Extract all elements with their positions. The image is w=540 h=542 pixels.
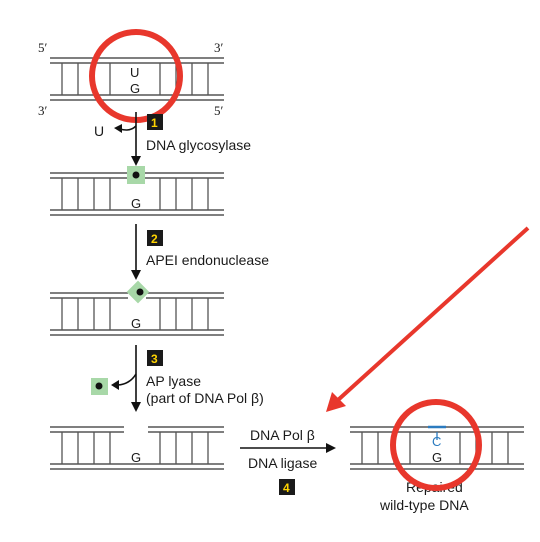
cytosine-base: C — [432, 434, 441, 449]
dna-pol-beta-label: DNA Pol β — [250, 427, 315, 443]
guanine-base: G — [131, 450, 141, 465]
dna-pol-beta-note: (part of DNA Pol β) — [146, 390, 264, 406]
guanine-base: G — [131, 316, 141, 331]
dna-duplex-gapped: G — [50, 426, 224, 470]
three-prime-bottom-label: 3′ — [38, 103, 48, 118]
dna-duplex-nicked: G — [50, 280, 224, 336]
step-3-badge — [147, 350, 163, 366]
annotation-arrow — [326, 226, 530, 412]
step-3-number: 3 — [151, 352, 158, 366]
uracil-base: U — [130, 65, 139, 80]
step-2-badge — [147, 230, 163, 246]
apei-endonuclease-label: APEI endonuclease — [146, 252, 269, 268]
guanine-base: G — [130, 81, 140, 96]
three-prime-top-label: 3′ — [214, 40, 224, 55]
step-2-number: 2 — [151, 232, 158, 246]
dna-duplex-repaired: C G Repaired wild-type DNA — [350, 425, 524, 513]
step-3: 3 AP lyase (part of DNA Pol β) — [91, 345, 264, 412]
dna-duplex-abasic: G — [50, 166, 224, 216]
removed-uracil-label: U — [94, 123, 104, 139]
ap-lyase-label: AP lyase — [146, 373, 201, 389]
step-1-number: 1 — [151, 116, 158, 130]
five-prime-bottom-label: 5′ — [214, 103, 224, 118]
step-1-badge — [147, 114, 163, 130]
dna-ligase-label: DNA ligase — [248, 455, 317, 471]
five-prime-top-label: 5′ — [38, 40, 48, 55]
wild-type-dna-label: wild-type DNA — [379, 497, 469, 513]
guanine-base: G — [432, 450, 442, 465]
guanine-base: G — [131, 196, 141, 211]
step-4-number: 4 — [283, 481, 290, 495]
step-4: DNA Pol β DNA ligase 4 — [240, 427, 336, 495]
step-2: 2 APEI endonuclease — [131, 224, 269, 280]
dna-glycosylase-label: DNA glycosylase — [146, 137, 251, 153]
annotation-circle-repaired — [390, 399, 482, 491]
step-1: 1 U DNA glycosylase — [94, 112, 251, 166]
step-4-badge — [279, 479, 295, 495]
dna-duplex-mismatch: 5′ 3′ 3′ 5′ U G — [38, 40, 224, 118]
